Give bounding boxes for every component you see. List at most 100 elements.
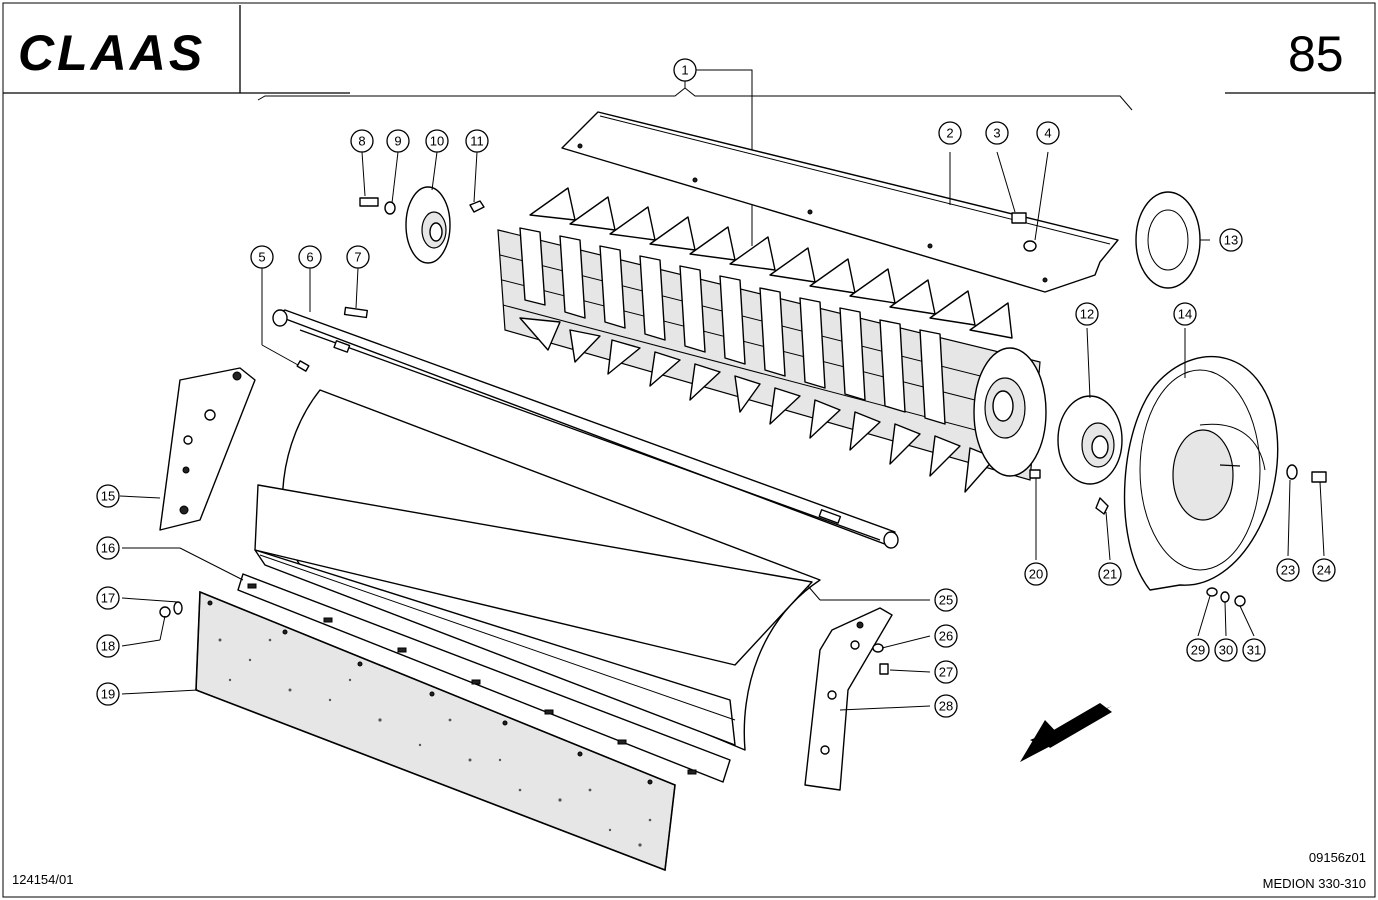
beater-drum xyxy=(497,187,1047,493)
callout-label: 31 xyxy=(1247,643,1261,658)
callout-circle xyxy=(250,245,274,269)
gasket xyxy=(1135,191,1201,289)
right-side-plate xyxy=(804,607,893,791)
callout-label: 27 xyxy=(939,665,953,680)
callout-label: 7 xyxy=(354,250,361,265)
callout-label: 29 xyxy=(1191,643,1205,658)
page-number: 85 xyxy=(1288,26,1344,82)
callout-circle xyxy=(1024,562,1048,586)
callout-29: 29 xyxy=(1186,638,1210,662)
callout-7: 7 xyxy=(346,245,370,269)
callout-circle xyxy=(96,682,120,706)
bolt xyxy=(1011,212,1027,224)
leader-lines xyxy=(119,151,1325,711)
callout-label: 23 xyxy=(1281,563,1295,578)
callout-circle xyxy=(1276,558,1300,582)
callout-label: 2 xyxy=(946,126,953,141)
callout-circle xyxy=(985,121,1009,145)
callout-circle xyxy=(1242,638,1266,662)
callout-label: 26 xyxy=(939,629,953,644)
callout-25: 25 xyxy=(934,588,958,612)
callout-circle xyxy=(96,634,120,658)
callout-19: 19 xyxy=(96,682,120,706)
callout-circle xyxy=(386,129,410,153)
callout-18: 18 xyxy=(96,634,120,658)
callout-2: 2 xyxy=(938,121,962,145)
callout-4: 4 xyxy=(1036,121,1060,145)
drum-shaft xyxy=(272,309,899,549)
callout-circle xyxy=(346,245,370,269)
callout-label: 1 xyxy=(681,63,688,78)
callout-21: 21 xyxy=(1098,562,1122,586)
callout-label: 25 xyxy=(939,593,953,608)
callout-label: 16 xyxy=(101,541,115,556)
callout-label: 11 xyxy=(470,134,484,149)
callout-6: 6 xyxy=(298,245,322,269)
callout-label: 4 xyxy=(1044,126,1051,141)
guide-plate xyxy=(254,389,821,751)
callout-8: 8 xyxy=(350,129,374,153)
callout-label: 10 xyxy=(430,134,444,149)
callout-circle xyxy=(1098,562,1122,586)
callout-label: 21 xyxy=(1103,567,1117,582)
callout-label: 13 xyxy=(1224,233,1238,248)
callout-label: 3 xyxy=(993,126,1000,141)
callout-5: 5 xyxy=(250,245,274,269)
claas-logo: CLAAS xyxy=(18,25,205,81)
callout-23: 23 xyxy=(1276,558,1300,582)
callout-circle xyxy=(96,586,120,610)
callout-label: 17 xyxy=(101,591,115,606)
callout-circle xyxy=(934,694,958,718)
left-bearing xyxy=(359,186,485,264)
left-side-plate xyxy=(159,367,256,531)
callout-11: 11 xyxy=(465,129,489,153)
callout-circle xyxy=(1186,638,1210,662)
callout-3: 3 xyxy=(985,121,1009,145)
callout-24: 24 xyxy=(1312,558,1336,582)
callout-circle xyxy=(96,536,120,560)
callout-28: 28 xyxy=(934,694,958,718)
doc-reference: 124154/01 xyxy=(12,872,73,887)
callout-label: 28 xyxy=(939,699,953,714)
callout-circle xyxy=(1036,121,1060,145)
callout-label: 20 xyxy=(1029,567,1043,582)
callout-14: 14 xyxy=(1173,302,1197,326)
callout-label: 18 xyxy=(101,639,115,654)
callout-12: 12 xyxy=(1075,302,1099,326)
callout-label: 14 xyxy=(1178,307,1192,322)
washer xyxy=(1023,240,1037,252)
callout-26: 26 xyxy=(934,624,958,648)
callout-circle xyxy=(96,484,120,508)
model-name: MEDION 330-310 xyxy=(1263,876,1366,891)
callout-circle xyxy=(934,588,958,612)
callout-circle xyxy=(1312,558,1336,582)
key xyxy=(343,306,369,319)
callout-15: 15 xyxy=(96,484,120,508)
callout-circle xyxy=(350,129,374,153)
pin xyxy=(296,360,310,372)
rubber-flap xyxy=(195,590,676,872)
callout-circle xyxy=(465,129,489,153)
callout-label: 19 xyxy=(101,687,115,702)
callout-label: 6 xyxy=(306,250,313,265)
callout-label: 30 xyxy=(1219,643,1233,658)
callout-label: 8 xyxy=(358,134,365,149)
callout-13: 13 xyxy=(1219,228,1243,252)
callout-circle xyxy=(673,58,697,82)
callout-circle xyxy=(1214,638,1238,662)
callout-16: 16 xyxy=(96,536,120,560)
callout-label: 24 xyxy=(1317,563,1331,578)
callout-30: 30 xyxy=(1214,638,1238,662)
callout-circle xyxy=(298,245,322,269)
callout-20: 20 xyxy=(1024,562,1048,586)
callout-circle xyxy=(938,121,962,145)
side-cover xyxy=(1123,356,1279,591)
callout-9: 9 xyxy=(386,129,410,153)
callout-circle xyxy=(934,660,958,684)
callout-1: 1 xyxy=(673,58,697,82)
drawing-reference: 09156z01 xyxy=(1309,850,1366,865)
